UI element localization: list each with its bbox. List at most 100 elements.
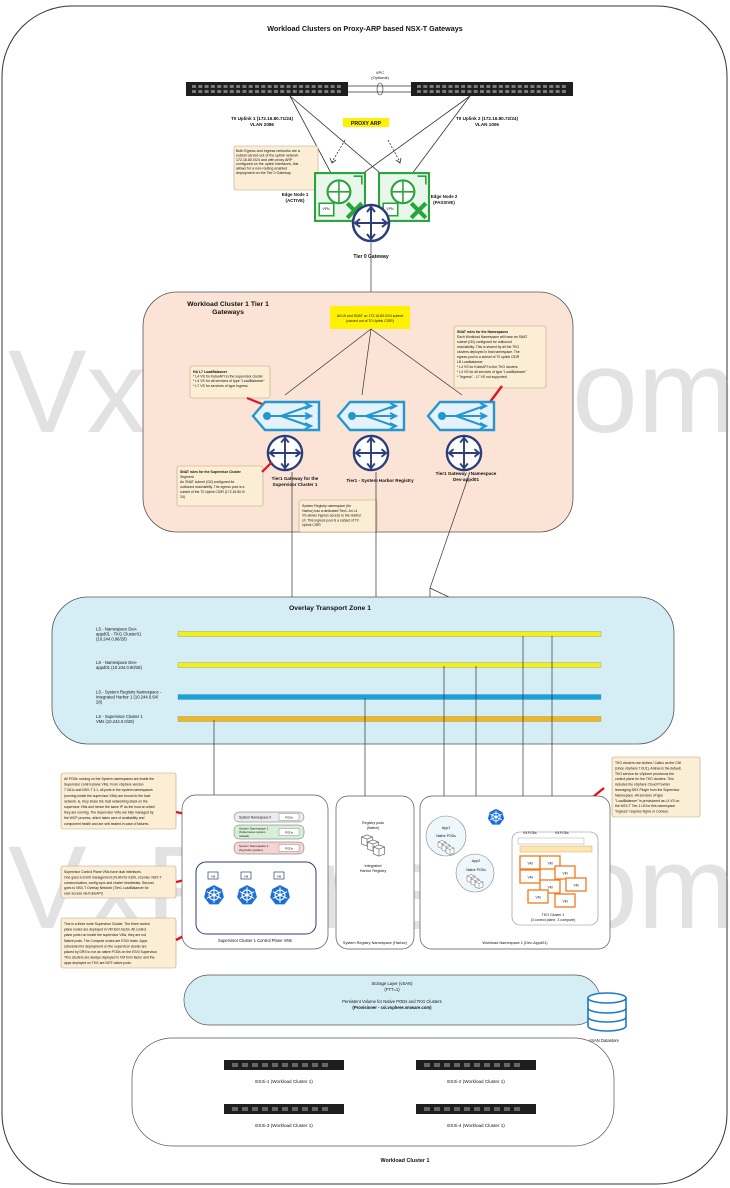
note-line: SNAT rules for the Supervisor Cluster xyxy=(180,470,241,474)
note-control-plane: Supervisor Control Plane VMs have dual i… xyxy=(60,865,177,899)
system-namespace-1-pods: PODs xyxy=(285,831,294,835)
tkg-vm-label: VM xyxy=(527,876,532,880)
system-namespace-2-pods: PODs xyxy=(285,847,294,851)
tkg-vm-label: VM xyxy=(573,884,578,888)
note-snat-supervisor: SNAT rules for the Supervisor ClusterSeg… xyxy=(176,465,264,507)
storage-line-1: Storage Layer (vSAN) xyxy=(372,981,414,986)
note-line: 172.16.80.0/24 and with proxy ARP xyxy=(236,158,293,162)
app2-native-pods: Native PODs xyxy=(466,868,486,872)
note-line: UI. This ingress pool is a subset of T0 xyxy=(302,518,359,522)
physical-switch-left xyxy=(186,82,348,96)
proxy-arp-badge xyxy=(343,118,389,127)
note-line: * "Ingress" - L7 VS not supported xyxy=(457,375,507,379)
tkg-vm-label: VM xyxy=(562,872,567,876)
note-line: * L4 VS for KubeAPI to the supervisor cl… xyxy=(193,375,264,379)
note-line: egress pool is a subset of T0 uplink CID… xyxy=(457,355,520,359)
harbor-label-1: Integrated xyxy=(364,864,381,868)
tkg-vm xyxy=(554,865,576,880)
harbor-label-2: Harbor Registry xyxy=(360,869,387,873)
storage-line-3: Persistent Volume for Native PODs and TK… xyxy=(342,999,442,1004)
tkg-caption-1: TKG Cluster 1 xyxy=(542,913,565,917)
note-line: apps deployed on TKG are NOT native pods… xyxy=(64,961,132,965)
tier1-registry-lb-icon xyxy=(336,400,406,432)
tier0-router-icon xyxy=(351,203,391,243)
note-line: network. ie, they share the host network… xyxy=(64,799,148,803)
uplink2-line1: T0 Uplink 2 (172.16.80.72/24) xyxy=(456,116,519,121)
note-line: * L4 VS for all services of type "LoadBa… xyxy=(457,370,527,374)
tier1-area-title-2: Gateways xyxy=(212,309,244,316)
lb-snat-badge xyxy=(330,306,410,329)
vsan-datastore-label: vSAN Datastore xyxy=(589,1038,620,1043)
tkg-vm xyxy=(554,893,576,908)
note-line: reachability. This is shared by all the … xyxy=(457,345,520,349)
storage-line-2: (FTT=1) xyxy=(384,987,400,992)
app1-native-pods: Native PODs xyxy=(436,834,456,838)
note-line: (running inside the supervisor VMs) are … xyxy=(64,794,150,798)
uplink2-line2: VLAN 1006 xyxy=(475,122,499,127)
tier1-namespace-label-1: Tier1 Gateway - Namespace xyxy=(436,471,497,476)
note-line: allows for a non-routing enabled xyxy=(236,167,287,171)
note-line: "Ingress" requires Nginx or Contour. xyxy=(615,810,669,814)
vpc-sub: (Optional) xyxy=(371,75,389,80)
app2-label: App2 xyxy=(472,859,480,863)
note-line: Native pods. The Compute nodes are ESXi … xyxy=(64,939,148,943)
supervisor-vm-3-label: VM xyxy=(277,875,282,879)
tier1-supervisor-lb-icon xyxy=(251,400,321,432)
note-line: An SNAT subnet (/32) configured for xyxy=(180,480,235,484)
tier1-supervisor-label-2: Supervisor Cluster 1 xyxy=(273,482,318,487)
system-namespace-0: System Namespace 0 PODs xyxy=(233,811,305,823)
segment-label: VMs (10.244.0.0/28) xyxy=(96,719,135,724)
edge-node-1-state: (ACTIVE) xyxy=(285,198,305,203)
supervisor-vm-2-label: VM xyxy=(244,875,249,879)
note-line: Supervisor control plane VMs. From vSphe… xyxy=(64,783,144,787)
segment-label: appd01 (10.244.0.80/28) xyxy=(96,665,142,670)
note-line: user access via KubeAPI) xyxy=(64,892,103,896)
note-line: communication, config sync and cluster h… xyxy=(64,881,154,885)
note-line: System Registry namespace (for xyxy=(302,504,352,508)
tier1-registry-label: Tier1 - System Harbor Registry xyxy=(346,478,414,483)
note-line: includes the vSphere Cloud Provider xyxy=(615,783,671,787)
tier1-namespace-router-icon xyxy=(445,434,483,472)
tier1-namespace-label-2: Dev-appd01 xyxy=(453,477,479,482)
esxi-host-label: ESXi-3 (Workload Cluster 1) xyxy=(255,1123,313,1128)
note-line: goes to NSX-T Overlay Network (Tier1 Loa… xyxy=(64,886,149,890)
note-line: All PODs running on the System namespace… xyxy=(64,777,154,781)
note-line: Harbor) has a dedicated Tier1. An L4 xyxy=(302,509,358,513)
logical-segment-bar xyxy=(177,662,602,668)
note-line: 7.0U1c and NSX-T 3.1, all pods in the sy… xyxy=(64,788,153,792)
physical-switch-right xyxy=(411,82,573,96)
vpc-label: VPC xyxy=(376,70,384,75)
edge-node-2-name: Edge Node 2 xyxy=(431,194,458,199)
tier1-supervisor-label-1: Tier1 Gateway for the xyxy=(272,476,319,481)
storage-line-4: (Provisioner - csi.vsphere.vmware.com) xyxy=(352,1005,432,1010)
note-line: (since vSphere 7.0U1), Antrea is the def… xyxy=(615,766,682,770)
vsan-datastore-icon xyxy=(587,992,627,1032)
note-line: configured on the uplink interfaces, thi… xyxy=(236,162,299,166)
system-namespace-2: System Namespace 2 (Kg-Kube system) PODs xyxy=(233,841,305,855)
note-pods: All PODs running on the System namespace… xyxy=(60,772,177,830)
system-namespace-2-label-1: System Namespace 2 xyxy=(239,844,269,848)
tier1-registry-router-icon xyxy=(352,434,390,472)
tkg-vm-label: VM xyxy=(527,862,532,866)
esxi-host-label: ESXi-2 (Workload Cluster 1) xyxy=(447,1079,505,1084)
logical-segment-bar xyxy=(177,694,602,700)
system-namespace-0-label: System Namespace 0 xyxy=(239,816,271,820)
note-line: Supervisor Control Plane VMs have dual i… xyxy=(64,870,142,874)
system-namespace-1-label-2: (Kubernetes system xyxy=(239,830,266,834)
tkg-caption-2: (3 control plane, 3 compute) xyxy=(531,918,576,922)
system-namespace-1-label-1: System Namespace 1 xyxy=(239,827,269,831)
note-t1-loadbalancer: HA L7 LoadBalancer* L4 VS for KubeAPI to… xyxy=(189,365,271,399)
system-namespace-1-label-3: related) xyxy=(239,834,249,838)
supervisor-vm-1-label: VM xyxy=(211,875,216,879)
note-supervisor: This is a three node Supervisor Cluster.… xyxy=(60,917,177,969)
tkg-k8s-pods-1: K8 PODs xyxy=(523,831,537,835)
segment-label: LS - Supervisor Cluster 1 xyxy=(96,714,143,719)
footer-label: Workload Cluster 1 xyxy=(380,1158,429,1164)
note-line: * L4 VS for all services of type "LoadBa… xyxy=(193,379,266,383)
note-line: One goes to ESXi management (VLAN for ES… xyxy=(64,875,162,879)
note-line: Both Egress and Ingress networks are a xyxy=(236,149,300,153)
page-title: Workload Clusters on Proxy-ARP based NSX… xyxy=(267,24,462,33)
system-namespace-1: System Namespace 1 (Kubernetes system re… xyxy=(233,824,305,840)
